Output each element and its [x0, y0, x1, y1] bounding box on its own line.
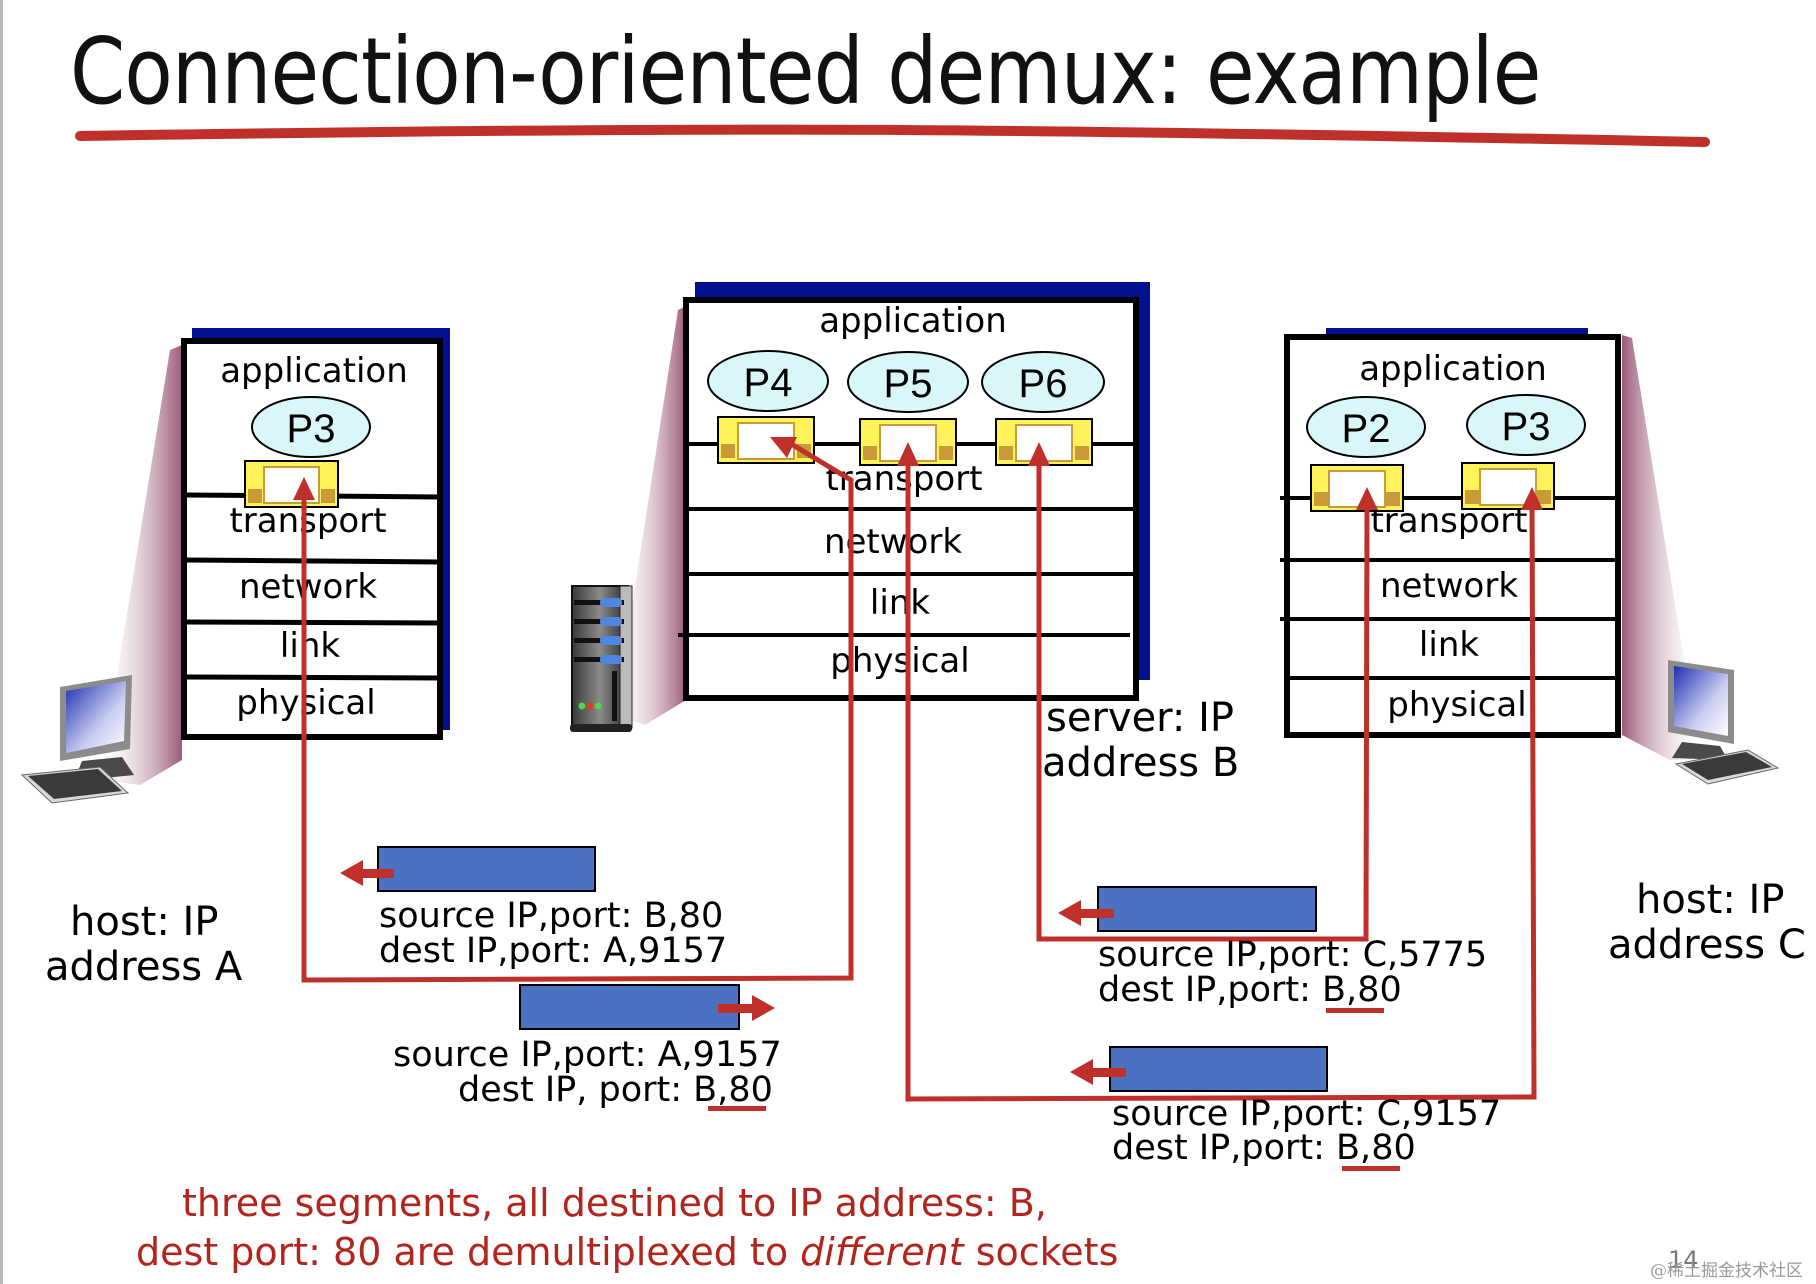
- socket-icon[interactable]: [1461, 462, 1555, 510]
- process-p2[interactable]: [1306, 396, 1426, 458]
- layer-application: application: [220, 351, 408, 391]
- layer-application: application: [1359, 349, 1547, 389]
- port-underline: [708, 1106, 766, 1111]
- flow-lines: [301, 442, 1537, 1102]
- socket-icon[interactable]: [717, 416, 815, 464]
- divider: [185, 619, 441, 626]
- server-b-cone: [615, 306, 686, 725]
- process-label: P5: [884, 362, 933, 406]
- segment-c9157-to-b80[interactable]: source IP,port: C,9157 dest IP,port: B,8…: [1070, 1046, 1501, 1171]
- host-c-caption-line1: host: IP: [1636, 877, 1784, 923]
- segment-source-label: source IP,port: B,80: [379, 896, 723, 936]
- arrow-left-icon: [1070, 1059, 1093, 1085]
- arrowhead-up: [293, 477, 315, 500]
- host-a-caption-line1: host: IP: [70, 899, 218, 945]
- process-label: P4: [744, 361, 793, 405]
- arrowhead-up: [1521, 487, 1543, 510]
- process-p4[interactable]: [707, 350, 829, 412]
- server-b-group: application transport network link physi…: [570, 282, 1239, 786]
- host-c-caption-line2: address C: [1608, 922, 1806, 968]
- slide-title: Connection-oriented demux: example: [70, 18, 1541, 125]
- segment-packet[interactable]: [377, 846, 596, 892]
- host-c-group: application transport network link physi…: [1280, 328, 1806, 968]
- process-p5[interactable]: [847, 351, 969, 413]
- segment-packet[interactable]: [1097, 886, 1317, 932]
- process-label: P3: [287, 407, 336, 451]
- host-c-stack-shadow: [1326, 328, 1588, 336]
- layer-physical: physical: [830, 641, 969, 681]
- socket-icon[interactable]: [1310, 464, 1404, 512]
- segment-dest-label: dest IP,port: A,9157: [379, 931, 727, 971]
- note-line1: three segments, all destined to IP addre…: [182, 1181, 1047, 1225]
- server-b-caption-line1: server: IP: [1046, 695, 1234, 741]
- host-a-cone: [100, 345, 182, 785]
- arrow-left-icon: [340, 860, 363, 886]
- slide-left-border: [0, 0, 3, 1284]
- title-underline: [75, 124, 1710, 147]
- flow-a-to-p4: [301, 442, 854, 983]
- arrow-shaft: [1090, 1068, 1126, 1077]
- segment-source-label: source IP,port: A,9157: [393, 1035, 782, 1075]
- flow-c5775-to-p6: [1036, 460, 1370, 942]
- segment-packet[interactable]: [1109, 1046, 1328, 1092]
- host-c-cone: [1622, 335, 1700, 760]
- arrow-shaft: [358, 869, 394, 878]
- process-label: P2: [1342, 407, 1391, 451]
- port-underline: [1326, 1008, 1384, 1013]
- segment-dest-label: dest IP,port: B,80: [1112, 1128, 1416, 1168]
- layer-link: link: [280, 626, 340, 666]
- segment-c5775-to-b80[interactable]: source IP,port: C,5775 dest IP,port: B,8…: [1058, 886, 1487, 1013]
- segment-dest-label: dest IP,port: B,80: [1098, 970, 1402, 1010]
- host-a-caption-line2: address A: [45, 944, 243, 990]
- arrowhead-up-left: [770, 437, 797, 458]
- note-line2: dest port: 80 are demultiplexed to diffe…: [136, 1230, 1118, 1274]
- layer-network: network: [824, 522, 962, 562]
- socket-icon[interactable]: [244, 460, 339, 508]
- segment-source-label: source IP,port: C,9157: [1112, 1094, 1501, 1134]
- arrow-shaft: [1078, 909, 1114, 918]
- process-p3[interactable]: [1466, 394, 1586, 456]
- divider: [185, 557, 441, 565]
- arrowhead-up: [1028, 442, 1050, 466]
- arrow-right-icon: [752, 995, 775, 1021]
- flow-arrowheads: [293, 437, 1543, 510]
- layer-link: link: [870, 583, 930, 623]
- page-number: 14: [1668, 1246, 1699, 1274]
- desktop-computer-icon: [1668, 660, 1780, 785]
- server-b-caption-line2: address B: [1042, 740, 1239, 786]
- layer-link: link: [1419, 625, 1479, 665]
- process-p3[interactable]: [251, 396, 371, 458]
- server-tower-icon: [570, 585, 633, 732]
- flow-c9157-to-p5: [905, 460, 1537, 1102]
- process-p6[interactable]: [981, 351, 1105, 413]
- process-label: P6: [1019, 362, 1068, 406]
- segment-dest-label: dest IP, port: B,80: [458, 1070, 773, 1110]
- watermark: @稀土掘金技术社区: [1650, 1261, 1803, 1281]
- port-underline: [1342, 1166, 1400, 1171]
- layer-network: network: [1380, 566, 1518, 606]
- layer-physical: physical: [1387, 685, 1526, 725]
- process-label: P3: [1502, 405, 1551, 449]
- segment-packet[interactable]: [519, 984, 740, 1030]
- layer-application: application: [819, 301, 1007, 341]
- layer-network: network: [239, 567, 377, 607]
- segment-source-label: source IP,port: C,5775: [1098, 935, 1487, 975]
- arrow-left-icon: [1058, 900, 1081, 926]
- segment-b80-to-a9157[interactable]: source IP,port: B,80 dest IP,port: A,915…: [340, 846, 727, 971]
- arrow-shaft: [718, 1004, 754, 1013]
- desktop-computer-icon: [20, 675, 134, 804]
- segment-a9157-to-b80[interactable]: source IP,port: A,9157 dest IP, port: B,…: [393, 984, 782, 1111]
- divider: [185, 674, 441, 681]
- arrowhead-up: [1356, 487, 1378, 510]
- note-emphasis: different: [800, 1230, 966, 1274]
- arrowhead-up: [897, 442, 919, 466]
